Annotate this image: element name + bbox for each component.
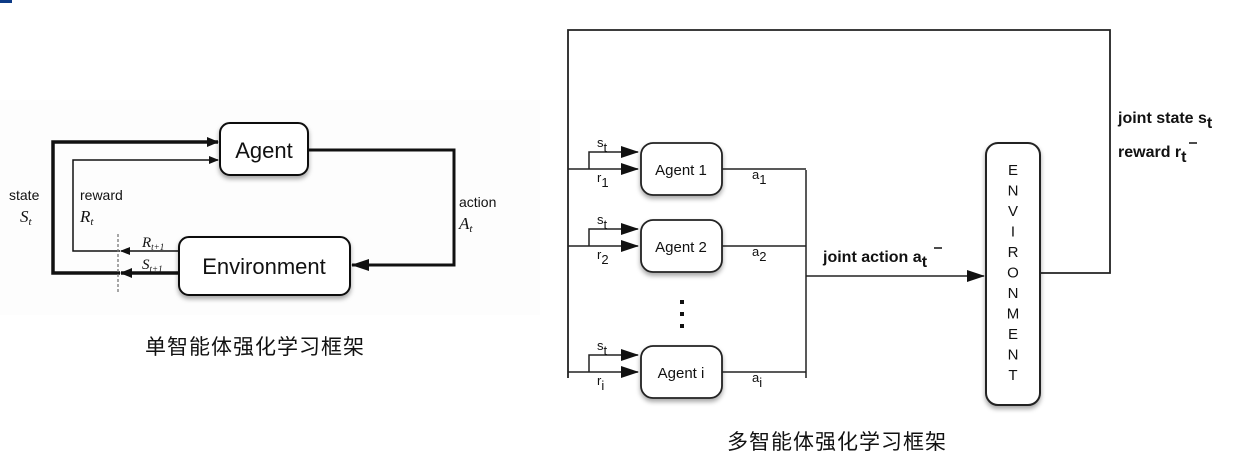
environment-letter: E xyxy=(1008,326,1018,343)
single-agent-diagram: Agent Environment state St reward Rt Rt+… xyxy=(9,122,496,296)
environment-column-box xyxy=(985,142,1041,406)
action-output-label: ai xyxy=(752,370,762,390)
action-output-label: a1 xyxy=(752,167,766,187)
agent-label: Agent xyxy=(235,138,293,163)
reward-input-label: r2 xyxy=(597,247,609,267)
reward-symbol: Rt xyxy=(79,207,94,228)
environment-letter: I xyxy=(1011,224,1015,241)
agent-label: Agent 1 xyxy=(655,162,707,179)
next-reward-symbol: Rt+1 xyxy=(141,235,164,252)
action-line xyxy=(308,148,456,271)
environment-letter: N xyxy=(1008,183,1019,200)
action-symbol: At xyxy=(458,214,473,235)
state-symbol: St xyxy=(20,207,33,228)
agent-label: Agent 2 xyxy=(655,239,707,256)
state-feedback-line xyxy=(51,137,219,275)
environment-letter: N xyxy=(1008,347,1019,364)
state-input-label: st xyxy=(597,338,608,358)
agent-row: Agent i st ri ai xyxy=(568,338,806,399)
state-input-arrow xyxy=(588,349,639,372)
reward-input-label: ri xyxy=(597,373,604,393)
agent-row: Agent 2 st r2 a2 xyxy=(568,212,806,273)
corner-accent-mark xyxy=(0,0,12,3)
joint-action-label: joint action at xyxy=(822,249,928,271)
environment-letter: N xyxy=(1008,285,1019,302)
environment-letter: R xyxy=(1008,244,1019,261)
environment-box xyxy=(178,236,351,296)
environment-label: Environment xyxy=(202,254,326,279)
reward-label: reward xyxy=(80,187,123,203)
state-input-arrow xyxy=(588,146,639,169)
joint-reward-label: reward rt xyxy=(1118,144,1187,166)
single-agent-caption: 单智能体强化学习框架 xyxy=(145,335,365,359)
agent-box xyxy=(219,122,309,176)
reward-feedback-line xyxy=(72,156,219,252)
action-output-label: a2 xyxy=(752,244,766,264)
agent-label: Agent i xyxy=(658,365,705,382)
joint-state-label: joint state st xyxy=(1117,110,1213,132)
multi-agent-caption: 多智能体强化学习框架 xyxy=(727,430,947,454)
agent-ellipsis xyxy=(680,300,684,328)
state-input-label: st xyxy=(597,212,608,232)
agent-row: Agent 1 st r1 a1 xyxy=(568,135,806,196)
environment-letter: E xyxy=(1008,162,1018,179)
state-input-label: st xyxy=(597,135,608,155)
environment-letter: T xyxy=(1008,367,1017,384)
reward-input-label: r1 xyxy=(597,170,609,190)
environment-letter: M xyxy=(1007,306,1020,323)
joint-state-feedback-line xyxy=(567,29,1111,378)
action-label: action xyxy=(459,194,496,210)
environment-letter: O xyxy=(1007,265,1019,282)
environment-letter: V xyxy=(1008,203,1018,220)
state-label: state xyxy=(9,187,40,203)
state-input-arrow xyxy=(588,223,639,246)
next-state-symbol: St+1 xyxy=(142,257,163,274)
